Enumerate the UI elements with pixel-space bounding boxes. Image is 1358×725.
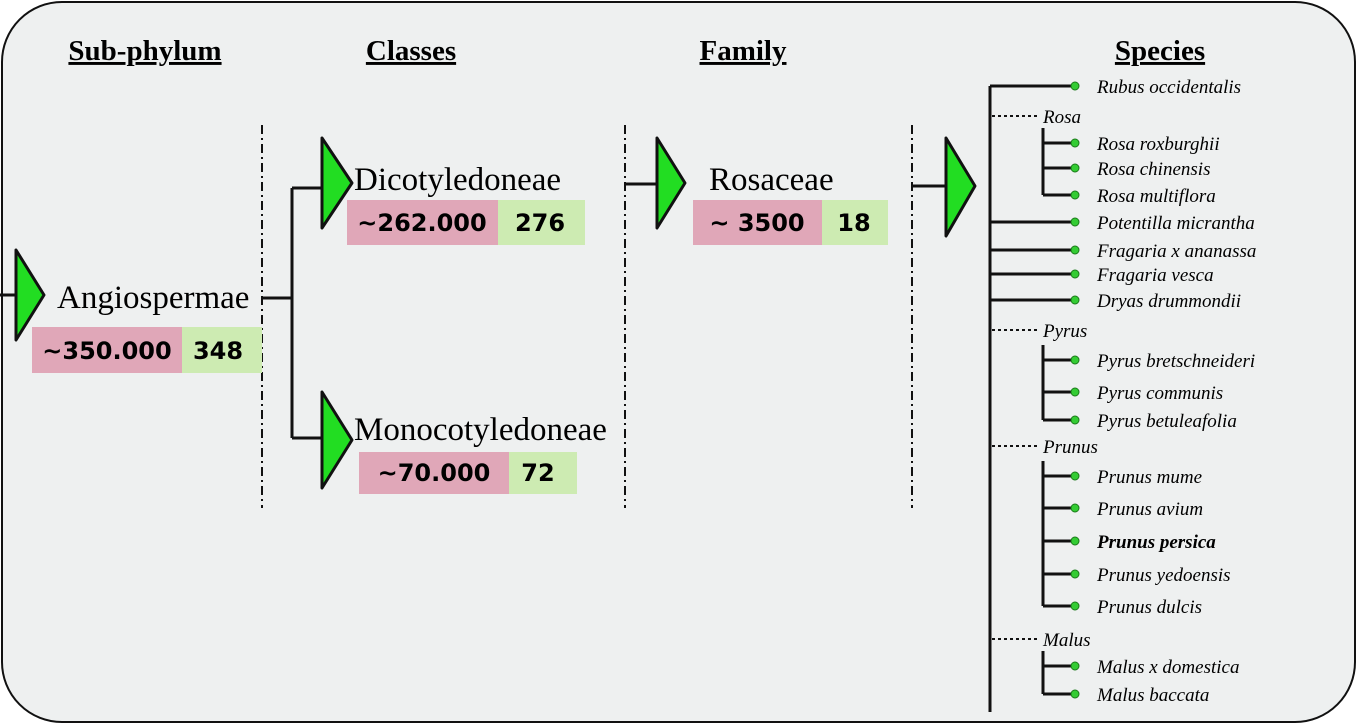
angiospermae-count: 348 bbox=[193, 337, 243, 365]
species-label: Rosa roxburghii bbox=[1096, 134, 1220, 155]
rosaceae-count-box bbox=[822, 200, 888, 245]
monocot-count-box bbox=[509, 452, 577, 494]
header-subphylum: Sub-phylum bbox=[68, 35, 221, 67]
dicot-count: 276 bbox=[515, 209, 565, 237]
genus-label: Prunus bbox=[1042, 437, 1098, 458]
node-dot-icon bbox=[1070, 217, 1080, 227]
header-species: Species bbox=[1115, 35, 1205, 67]
species-label: Dryas drummondii bbox=[1096, 291, 1241, 312]
genus-label: Pyrus bbox=[1042, 321, 1087, 342]
species-label: Fragaria vesca bbox=[1096, 265, 1214, 286]
dicot-count-box bbox=[498, 200, 585, 245]
node-dot-icon bbox=[1070, 661, 1080, 671]
rosaceae-total: ~ 3500 bbox=[709, 209, 804, 237]
node-dot-icon bbox=[1070, 295, 1080, 305]
rosaceae-count: 18 bbox=[837, 209, 870, 237]
species-label: Potentilla micrantha bbox=[1096, 213, 1255, 234]
node-dot-icon bbox=[1070, 601, 1080, 611]
species-label: Prunus avium bbox=[1096, 499, 1203, 520]
dicot-label: Dicotyledoneae bbox=[354, 162, 561, 198]
monocot-total: ~70.000 bbox=[378, 459, 491, 487]
node-dot-icon bbox=[1070, 536, 1080, 546]
species-label: Fragaria x ananassa bbox=[1096, 241, 1256, 262]
species-label: Pyrus communis bbox=[1096, 383, 1223, 404]
rosaceae-label: Rosaceae bbox=[709, 162, 834, 198]
angiospermae-total-box bbox=[32, 327, 182, 373]
node-dot-icon bbox=[1070, 689, 1080, 699]
node-dot-icon bbox=[1070, 569, 1080, 579]
node-dot-icon bbox=[1070, 471, 1080, 481]
node-dot-icon bbox=[1070, 269, 1080, 279]
node-dot-icon bbox=[1070, 190, 1080, 200]
species-label: Pyrus bretschneideri bbox=[1096, 351, 1255, 372]
species-label: Rosa chinensis bbox=[1096, 159, 1210, 180]
species-label: Prunus dulcis bbox=[1096, 597, 1202, 618]
dicot-total-box bbox=[347, 200, 498, 245]
genus-label: Malus bbox=[1042, 630, 1091, 651]
species-label: Malus x domestica bbox=[1096, 657, 1239, 678]
species-label: Prunus yedoensis bbox=[1096, 565, 1231, 586]
angiospermae-count-box bbox=[182, 327, 262, 373]
monocot-count: 72 bbox=[521, 459, 554, 487]
angiospermae-triangle-icon bbox=[14, 248, 46, 342]
species-label: Rosa multiflora bbox=[1096, 186, 1216, 207]
tree-lines bbox=[0, 182, 946, 440]
species-label: Rubus occidentalis bbox=[1096, 77, 1241, 98]
header-classes: Classes bbox=[366, 35, 456, 67]
node-dot-icon bbox=[1070, 503, 1080, 513]
dicot-total: ~262.000 bbox=[357, 209, 486, 237]
monocot-triangle-icon bbox=[320, 390, 354, 490]
header-family: Family bbox=[700, 35, 787, 67]
species-triangle-icon bbox=[944, 136, 977, 238]
angiospermae-label: Angiospermae bbox=[57, 280, 249, 316]
node-dot-icon bbox=[1070, 138, 1080, 148]
node-dot-icon bbox=[1070, 81, 1080, 91]
node-dot-icon bbox=[1070, 245, 1080, 255]
monocot-label: Monocotyledoneae bbox=[354, 412, 607, 448]
rosaceae-triangle-icon bbox=[655, 136, 687, 230]
node-dot-icon bbox=[1070, 163, 1080, 173]
species-label: Prunus persica bbox=[1096, 532, 1216, 553]
species-label: Prunus mume bbox=[1096, 467, 1202, 488]
angiospermae-total: ~350.000 bbox=[42, 337, 171, 365]
node-dot-icon bbox=[1070, 355, 1080, 365]
dicot-triangle-icon bbox=[320, 136, 354, 230]
rosaceae-total-box bbox=[693, 200, 822, 245]
species-label: Pyrus betuleafolia bbox=[1096, 411, 1237, 432]
genus-label: Rosa bbox=[1042, 107, 1081, 128]
monocot-total-box bbox=[359, 452, 509, 494]
species-label: Malus baccata bbox=[1096, 685, 1209, 706]
node-dot-icon bbox=[1070, 415, 1080, 425]
column-separators bbox=[261, 125, 913, 508]
node-dot-icon bbox=[1070, 387, 1080, 397]
